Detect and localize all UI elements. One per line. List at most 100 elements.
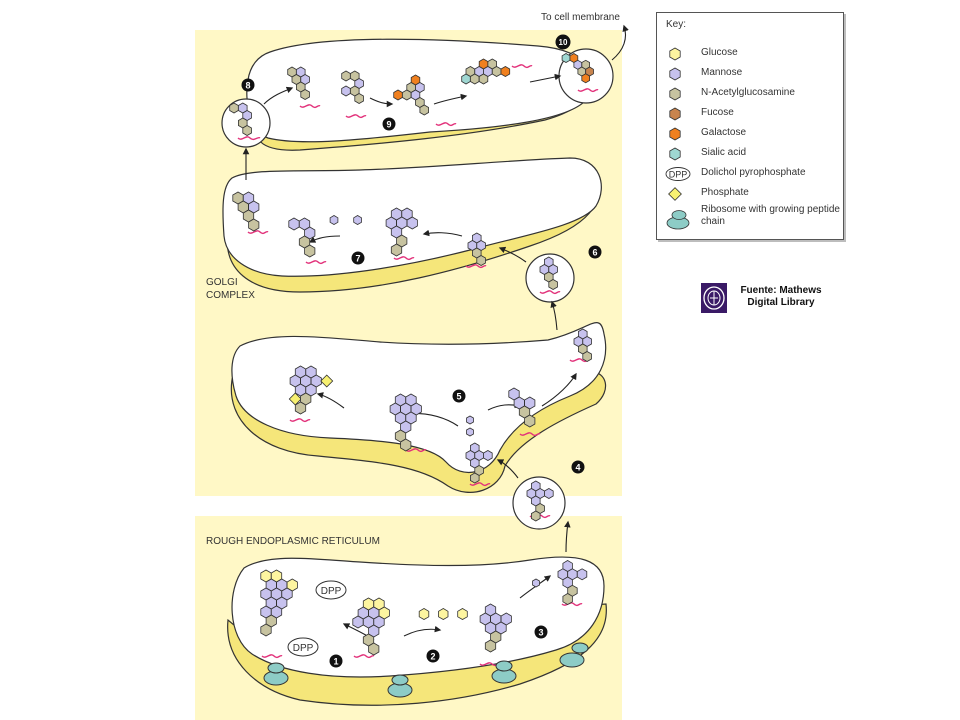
step-number: 4 xyxy=(575,463,580,473)
legend-label: Ribosome with growing peptide chain xyxy=(701,204,840,227)
oligosaccharide xyxy=(539,256,558,290)
pathway-arrows xyxy=(242,24,629,641)
oligosaccharide xyxy=(573,328,592,362)
step-marker-5: 5 xyxy=(452,389,466,403)
sugar-hexagon xyxy=(478,73,489,85)
oligosaccharide xyxy=(329,215,362,225)
step-marker-4: 4 xyxy=(571,460,585,474)
golgi-cisterna-lower xyxy=(230,322,607,493)
sugar-hexagon xyxy=(548,279,558,290)
legend-label: Mannose xyxy=(701,67,743,78)
sugar-hexagon xyxy=(400,438,412,452)
step-markers: 1 2 3 4 5 6 7 8 9 10 xyxy=(241,34,602,668)
ellipse-swatch: DPP xyxy=(665,167,691,181)
oligosaccharide xyxy=(532,578,540,588)
sugar-hexagon xyxy=(248,218,260,232)
sugar-hexagon xyxy=(354,93,364,104)
step-number: 2 xyxy=(430,652,435,662)
ribosome xyxy=(387,674,413,698)
step-number: 3 xyxy=(538,628,543,638)
oligosaccharide xyxy=(229,102,252,136)
ribosome-swatch xyxy=(666,210,690,230)
sugar-hexagon xyxy=(483,450,493,461)
dolichol-carriers: DPP DPP xyxy=(287,580,347,657)
sugar-hexagon xyxy=(562,593,573,605)
legend-title: Key: xyxy=(666,19,687,30)
legend-hexagon xyxy=(669,47,681,61)
oligosaccharide-clusters xyxy=(229,53,594,656)
sugar-hexagon xyxy=(532,578,540,588)
oligosaccharide xyxy=(393,74,430,116)
oligosaccharide xyxy=(341,70,364,104)
legend-hexagon xyxy=(669,67,681,81)
sugar-hexagon xyxy=(329,215,339,225)
step-marker-1: 1 xyxy=(329,654,343,668)
library-logo xyxy=(701,283,727,313)
sugar-hexagon xyxy=(469,472,480,484)
sugar-hexagon xyxy=(524,414,536,428)
sugar-hexagon xyxy=(466,415,474,425)
sugar-hexagon xyxy=(242,125,252,136)
oligosaccharide xyxy=(232,191,260,232)
sugar-hexagon xyxy=(418,608,430,620)
sugar-hexagon xyxy=(352,615,364,629)
oligosaccharide xyxy=(461,58,511,85)
step-marker-7: 7 xyxy=(351,251,365,265)
step-number: 10 xyxy=(559,38,568,47)
sugar-hexagon xyxy=(500,66,511,77)
sugar-hexagon xyxy=(260,623,272,637)
oligosaccharide xyxy=(526,480,554,522)
phosphate-marker xyxy=(288,392,302,406)
step-number: 8 xyxy=(245,81,250,91)
legend-hexagon xyxy=(669,147,681,161)
legend-label: Fucose xyxy=(701,107,734,118)
hexagon-swatch xyxy=(669,147,681,161)
oligosaccharide xyxy=(508,387,536,428)
sugar-hexagon xyxy=(576,568,588,581)
sugar-hexagon xyxy=(288,217,300,231)
oligosaccharide xyxy=(352,597,390,656)
step-marker-8: 8 xyxy=(241,78,255,92)
sugar-hexagon xyxy=(393,89,403,101)
ribosome xyxy=(263,662,289,686)
legend-label: Phosphate xyxy=(701,187,749,198)
sugar-hexagon xyxy=(438,608,449,620)
oligosaccharide xyxy=(557,560,588,605)
sugar-hexagon xyxy=(401,89,412,101)
sugar-hexagon xyxy=(353,215,362,225)
sugar-hexagon xyxy=(341,85,351,97)
legend-badge-text: DPP xyxy=(669,170,688,180)
oligosaccharide xyxy=(288,365,334,415)
hexagon-swatch xyxy=(669,67,681,81)
step-marker-3: 3 xyxy=(534,625,548,639)
sugar-hexagon xyxy=(368,642,380,656)
legend-hexagon xyxy=(669,87,681,101)
sugar-hexagon xyxy=(561,53,571,63)
sugar-hexagon xyxy=(457,608,468,620)
step-number: 9 xyxy=(386,120,391,130)
oligosaccharide xyxy=(479,603,512,653)
ribosome xyxy=(491,660,517,684)
legend-label: Galactose xyxy=(701,127,747,138)
sugar-hexagon xyxy=(341,70,351,82)
legend-ellipse xyxy=(665,167,691,181)
legend-hexagon xyxy=(669,107,681,121)
sugar-hexagon xyxy=(406,216,418,230)
hexagon-swatch xyxy=(669,127,681,141)
oligosaccharide xyxy=(385,207,418,257)
sugar-hexagon xyxy=(304,244,316,258)
step-marker-6: 6 xyxy=(588,245,602,259)
legend-ribosome-small xyxy=(671,210,687,220)
sugar-hexagon xyxy=(300,89,310,100)
oligosaccharide xyxy=(465,442,493,484)
sugar-hexagon xyxy=(469,73,480,85)
dpp-carrier xyxy=(315,580,347,600)
oligosaccharide xyxy=(466,415,474,437)
sugar-hexagon xyxy=(544,488,554,499)
sugar-hexagon xyxy=(582,351,592,362)
sugar-hexagon xyxy=(466,427,474,437)
oligosaccharide xyxy=(467,232,486,266)
golgi-label: GOLGI xyxy=(206,277,238,288)
legend-label: Glucose xyxy=(701,47,738,58)
